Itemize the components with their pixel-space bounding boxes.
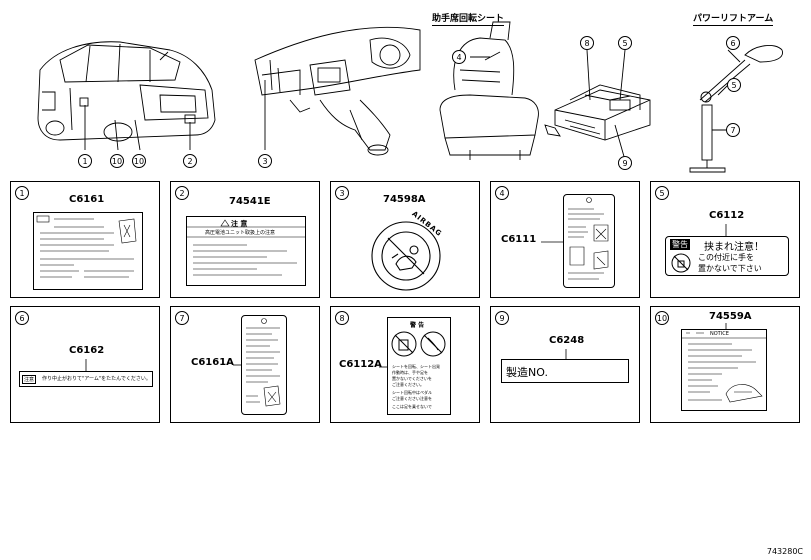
seat-section-header: 助手席回転シート <box>432 11 505 26</box>
part-number: C6161 <box>69 194 105 205</box>
label-box-2: 2 74541E 注 意 高圧電池ユニット取扱上の注意 <box>170 181 320 298</box>
illustration-linework <box>37 21 783 173</box>
part-number: 74598A <box>383 194 426 205</box>
leader-line <box>725 224 727 236</box>
warning-line-4: ご注意ください。 <box>392 382 424 387</box>
box-number: 5 <box>655 186 669 200</box>
part-number: 74559A <box>709 311 752 322</box>
label-box-10: 10 74559A NOTICE <box>650 306 800 423</box>
label-content-graphic <box>36 215 137 278</box>
airbag-warning-icon <box>371 221 441 291</box>
callout-5-arm: 5 <box>727 78 741 92</box>
warning-line-6: ご注意ください注意を <box>392 396 432 401</box>
warning-line-1: この付近に手を <box>698 253 754 262</box>
callout-10a: 10 <box>110 154 124 168</box>
part-number: C6112A <box>339 359 382 370</box>
warning-line-3: 置かないでくださいを <box>392 376 432 381</box>
label-box-8: 8 C6112A 警 告 シートを回転、シート出発 作動時は、手や足を 置かない… <box>330 306 480 423</box>
drawing-code: 743280C <box>766 547 803 556</box>
label-drawing <box>33 212 143 290</box>
vehicle-illustration <box>37 41 216 142</box>
callout-8: 8 <box>580 36 594 50</box>
label-drawing: NOTICE <box>681 329 767 411</box>
plate-text: 製造NO. <box>506 366 548 379</box>
warning-line-2: 置かないで下さい <box>698 264 762 273</box>
warning-word: 注意 <box>22 375 37 384</box>
warning-line-5: シート回転中はペダル <box>392 390 432 395</box>
illustration-row: 助手席回転シート パワーリフトアーム 1 10 10 2 3 4 8 5 9 6… <box>0 0 811 180</box>
label-drawing: 注 意 高圧電池ユニット取扱上の注意 <box>186 216 306 286</box>
label-content-graphic <box>187 219 305 276</box>
label-box-4: 4 C6111 <box>490 181 640 298</box>
label-box-5: 5 C6112 警告 挟まれ注意！ この付近に手を 置かないで下さい <box>650 181 800 298</box>
label-drawing <box>241 315 287 415</box>
leader-line <box>541 241 563 243</box>
warning-word: 警告 <box>670 239 690 250</box>
callout-9: 9 <box>618 156 632 170</box>
part-number: C6162 <box>69 345 105 356</box>
label-drawing: 製造NO. <box>501 359 629 383</box>
no-touch-icons <box>391 331 446 357</box>
label-drawing: 警 告 シートを回転、シート出発 作動時は、手や足を 置かないでくださいを ご注… <box>387 317 451 415</box>
warning-main-text: 挟まれ注意！ <box>704 242 764 253</box>
arm-section-header: パワーリフトアーム <box>693 11 774 26</box>
box-number: 8 <box>335 311 349 325</box>
leader-line <box>233 364 241 366</box>
label-drawing <box>563 194 615 288</box>
box-number: 3 <box>335 186 349 200</box>
box-number: 4 <box>495 186 509 200</box>
callout-1: 1 <box>78 154 92 168</box>
box-number: 1 <box>15 186 29 200</box>
callout-10b: 10 <box>132 154 146 168</box>
leader-line <box>379 366 387 368</box>
part-number: C6111 <box>501 234 537 245</box>
box-number: 10 <box>655 311 669 325</box>
warning-line-2: 作動時は、手や足を <box>392 370 428 375</box>
label-content-graphic <box>246 318 281 407</box>
no-hands-icon <box>671 253 691 273</box>
label-drawing: 注意 作り中止がおりて"アーム"をたたんでください。 <box>19 371 153 387</box>
callout-6: 6 <box>726 36 740 50</box>
label-box-6: 6 C6162 注意 作り中止がおりて"アーム"をたたんでください。 <box>10 306 160 423</box>
part-number: C6248 <box>549 335 585 346</box>
callout-4: 4 <box>452 50 466 64</box>
label-content-graphic <box>682 332 766 403</box>
callout-7: 7 <box>726 123 740 137</box>
notice-word: NOTICE <box>710 331 729 337</box>
box-number: 6 <box>15 311 29 325</box>
lift-arm-illustration <box>689 44 783 173</box>
label-box-3: 3 74598A AIRBAG <box>330 181 480 298</box>
label-box-9: 9 C6248 製造NO. <box>490 306 640 423</box>
warning-title: 注 意 <box>231 220 248 228</box>
callout-2: 2 <box>183 154 197 168</box>
box-number: 7 <box>175 311 189 325</box>
seat-illustration <box>439 21 539 160</box>
warning-subtitle: 高圧電池ユニット取扱上の注意 <box>205 230 276 236</box>
warning-line-1: シートを回転、シート出発 <box>392 364 440 369</box>
label-box-1: 1 C6161 <box>10 181 160 298</box>
label-content-graphic <box>568 197 609 280</box>
box-number: 2 <box>175 186 189 200</box>
warning-word: 警 告 <box>410 322 425 329</box>
box-number: 9 <box>495 311 509 325</box>
dashboard-illustration <box>254 26 421 156</box>
mechanism-illustration <box>544 84 651 141</box>
label-box-7: 7 C6161A <box>170 306 320 423</box>
leader-line <box>85 359 87 373</box>
part-number: C6112 <box>709 210 745 221</box>
label-drawing: 警告 挟まれ注意！ この付近に手を 置かないで下さい <box>665 236 789 276</box>
part-number: C6161A <box>191 357 234 368</box>
warning-line-7: ここは足を乗せないで <box>392 404 432 409</box>
strip-text: 作り中止がおりて"アーム"をたたんでください。 <box>42 376 151 382</box>
part-number: 74541E <box>229 196 271 207</box>
callout-5: 5 <box>618 36 632 50</box>
callout-3: 3 <box>258 154 272 168</box>
